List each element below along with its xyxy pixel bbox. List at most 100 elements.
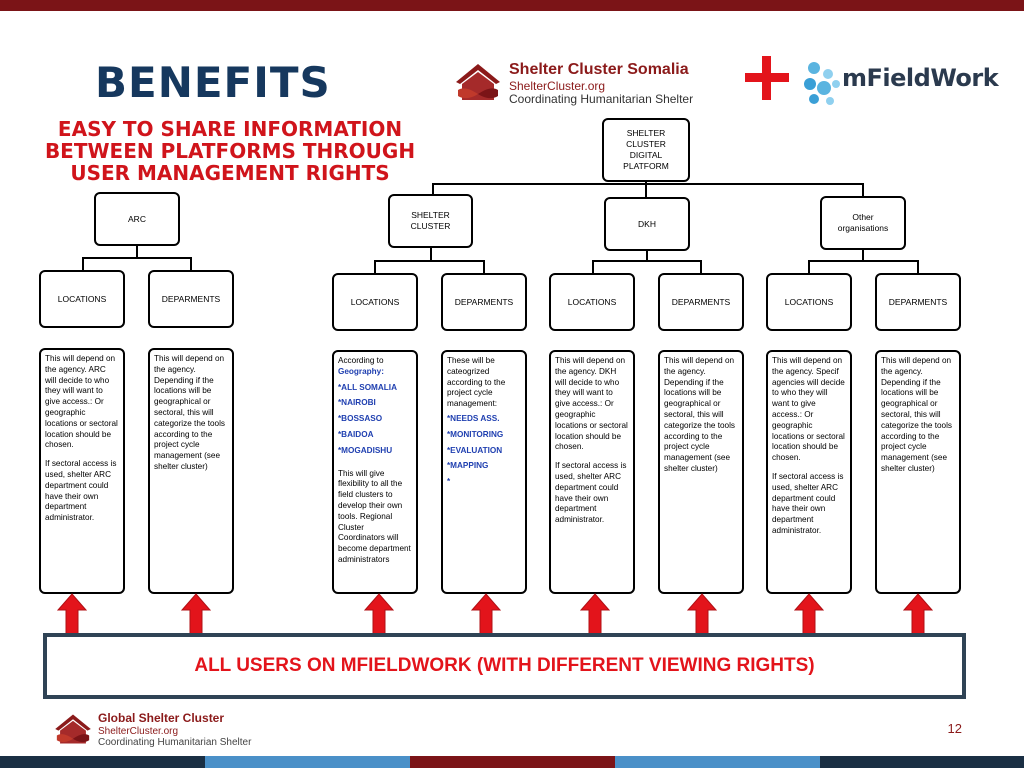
org-node-other-locations: LOCATIONS — [766, 273, 852, 331]
desc-paragraph: This will depend on the agency. Dependin… — [154, 354, 226, 471]
desc-list-item: *MAPPING — [447, 461, 489, 471]
node-label: LOCATIONS — [567, 296, 617, 307]
node-label: DEPARMENTS — [161, 293, 221, 304]
up-arrow-icon — [794, 593, 824, 635]
node-label: DEPARMENTS — [888, 296, 948, 307]
org-node-dkh-locations: LOCATIONS — [549, 273, 635, 331]
desc-text: This will give flexibility to all the fi… — [338, 468, 411, 564]
slide-subtitle: EASY TO SHARE INFORMATION BETWEEN PLATFO… — [10, 118, 450, 184]
root-label-line: SHELTER CLUSTER — [626, 128, 666, 149]
up-arrow-icon — [364, 593, 394, 635]
global-shelter-cluster-logo: Global Shelter Cluster ShelterCluster.or… — [52, 708, 292, 752]
desc-text: According to — [338, 356, 384, 365]
connector-line — [190, 257, 192, 271]
node-label: ARC — [128, 213, 146, 224]
desc-list-item: *NEEDS ASS. — [447, 413, 500, 423]
bottom-accent-bar — [0, 756, 1024, 768]
banner-text: ALL USERS ON MFIELDWORK (WITH DIFFERENT … — [194, 655, 815, 676]
gsc-logo-tagline: Coordinating Humanitarian Shelter — [98, 737, 252, 748]
org-node-sc-locations: LOCATIONS — [332, 273, 418, 331]
scs-logo-name: Shelter Cluster Somalia — [509, 61, 689, 78]
connector-line — [862, 183, 864, 196]
up-arrow-icon — [687, 593, 717, 635]
desc-paragraph: This will depend on the agency. Dependin… — [664, 356, 736, 473]
desc-list-item: * — [447, 477, 451, 487]
desc-list-item: Geography: — [338, 366, 384, 376]
connector-line — [645, 183, 647, 197]
subtitle-line: USER MANAGEMENT RIGHTS — [70, 161, 390, 185]
desc-list-item: *EVALUATION — [447, 445, 503, 455]
node-label: LOCATIONS — [350, 296, 400, 307]
desc-list-item: *BAIDOA — [338, 429, 374, 439]
mfieldwork-logo: mFieldWork — [800, 58, 1000, 108]
node-label: LOCATIONS — [57, 293, 107, 304]
connector-line — [862, 250, 864, 261]
org-node-arc-departments: DEPARMENTS — [148, 270, 234, 328]
desc-dkh-departments: This will depend on the agency. Dependin… — [658, 350, 744, 594]
org-node-dkh: DKH — [604, 197, 690, 251]
node-label: DEPARMENTS — [454, 296, 514, 307]
connector-line — [82, 257, 84, 271]
org-root-node: SHELTER CLUSTER DIGITAL PLATFORM — [602, 118, 690, 182]
up-arrow-icon — [181, 593, 211, 635]
org-node-other-organisations: Other organisations — [820, 196, 906, 250]
root-label-line: DIGITAL — [629, 150, 663, 160]
connector-line — [592, 260, 594, 274]
connector-line — [808, 260, 810, 274]
connector-line — [917, 260, 919, 274]
node-label: LOCATIONS — [784, 296, 834, 307]
connector-line — [432, 183, 863, 185]
up-arrow-icon — [903, 593, 933, 635]
slide-title: BENEFITS — [95, 58, 331, 107]
org-node-arc-locations: LOCATIONS — [39, 270, 125, 328]
node-label-line: organisations — [837, 223, 889, 233]
org-node-arc: ARC — [94, 192, 180, 246]
desc-sc-locations: According to Geography: *ALL SOMALIA *NA… — [332, 350, 418, 594]
up-arrow-icon — [471, 593, 501, 635]
desc-arc-departments: This will depend on the agency. Dependin… — [148, 348, 234, 594]
desc-other-departments: This will depend on the agency. Dependin… — [875, 350, 961, 594]
gsc-logo-name: Global Shelter Cluster — [98, 711, 225, 725]
desc-paragraph: If sectoral access is used, shelter ARC … — [45, 459, 117, 523]
connector-line — [430, 248, 432, 261]
shelter-hands-icon — [55, 714, 91, 744]
desc-list-item: *MOGADISHU — [338, 445, 393, 455]
desc-paragraph: This will depend on the agency. ARC will… — [45, 354, 118, 450]
all-users-banner: ALL USERS ON MFIELDWORK (WITH DIFFERENT … — [43, 633, 966, 699]
connector-line — [374, 260, 484, 262]
org-node-other-departments: DEPARMENTS — [875, 273, 961, 331]
node-label: DEPARMENTS — [671, 296, 731, 307]
connector-line — [432, 183, 434, 195]
molecule-icon — [804, 62, 840, 105]
page-number: 12 — [947, 721, 962, 736]
mfieldwork-logo-text: mFieldWork — [842, 64, 999, 92]
connector-line — [700, 260, 702, 274]
gsc-logo-url: ShelterCluster.org — [98, 726, 179, 737]
desc-list-item: *NAIROBI — [338, 398, 376, 408]
connector-line — [374, 260, 376, 274]
up-arrow-icon — [57, 593, 87, 635]
desc-list-item: *MONITORING — [447, 429, 504, 439]
desc-sc-departments: These will be cateogrized according to t… — [441, 350, 527, 594]
subtitle-line: BETWEEN PLATFORMS THROUGH — [44, 139, 416, 163]
desc-text: These will be cateogrized according to t… — [447, 356, 506, 409]
connector-line — [808, 260, 918, 262]
desc-paragraph: If sectoral access is used, shelter ARC … — [772, 471, 844, 535]
desc-paragraph: This will depend on the agency. Dependin… — [881, 356, 953, 473]
root-label-line: PLATFORM — [623, 161, 669, 171]
connector-line — [483, 260, 485, 274]
desc-paragraph: If sectoral access is used, shelter ARC … — [555, 461, 627, 525]
connector-line — [592, 260, 701, 262]
scs-logo-tagline: Coordinating Humanitarian Shelter — [509, 92, 694, 106]
plus-icon — [745, 56, 789, 100]
connector-line — [82, 257, 192, 259]
connector-line — [136, 246, 138, 258]
subtitle-line: EASY TO SHARE INFORMATION — [57, 117, 403, 141]
desc-dkh-locations: This will depend on the agency. DKH will… — [549, 350, 635, 594]
desc-other-locations: This will depend on the agency. Specif a… — [766, 350, 852, 594]
node-label-line: Other — [852, 212, 874, 222]
desc-paragraph: This will depend on the agency. Specif a… — [772, 356, 845, 463]
shelter-hands-icon — [456, 64, 500, 100]
node-label: DKH — [638, 218, 656, 229]
shelter-cluster-somalia-logo: Shelter Cluster Somalia ShelterCluster.o… — [452, 58, 727, 108]
